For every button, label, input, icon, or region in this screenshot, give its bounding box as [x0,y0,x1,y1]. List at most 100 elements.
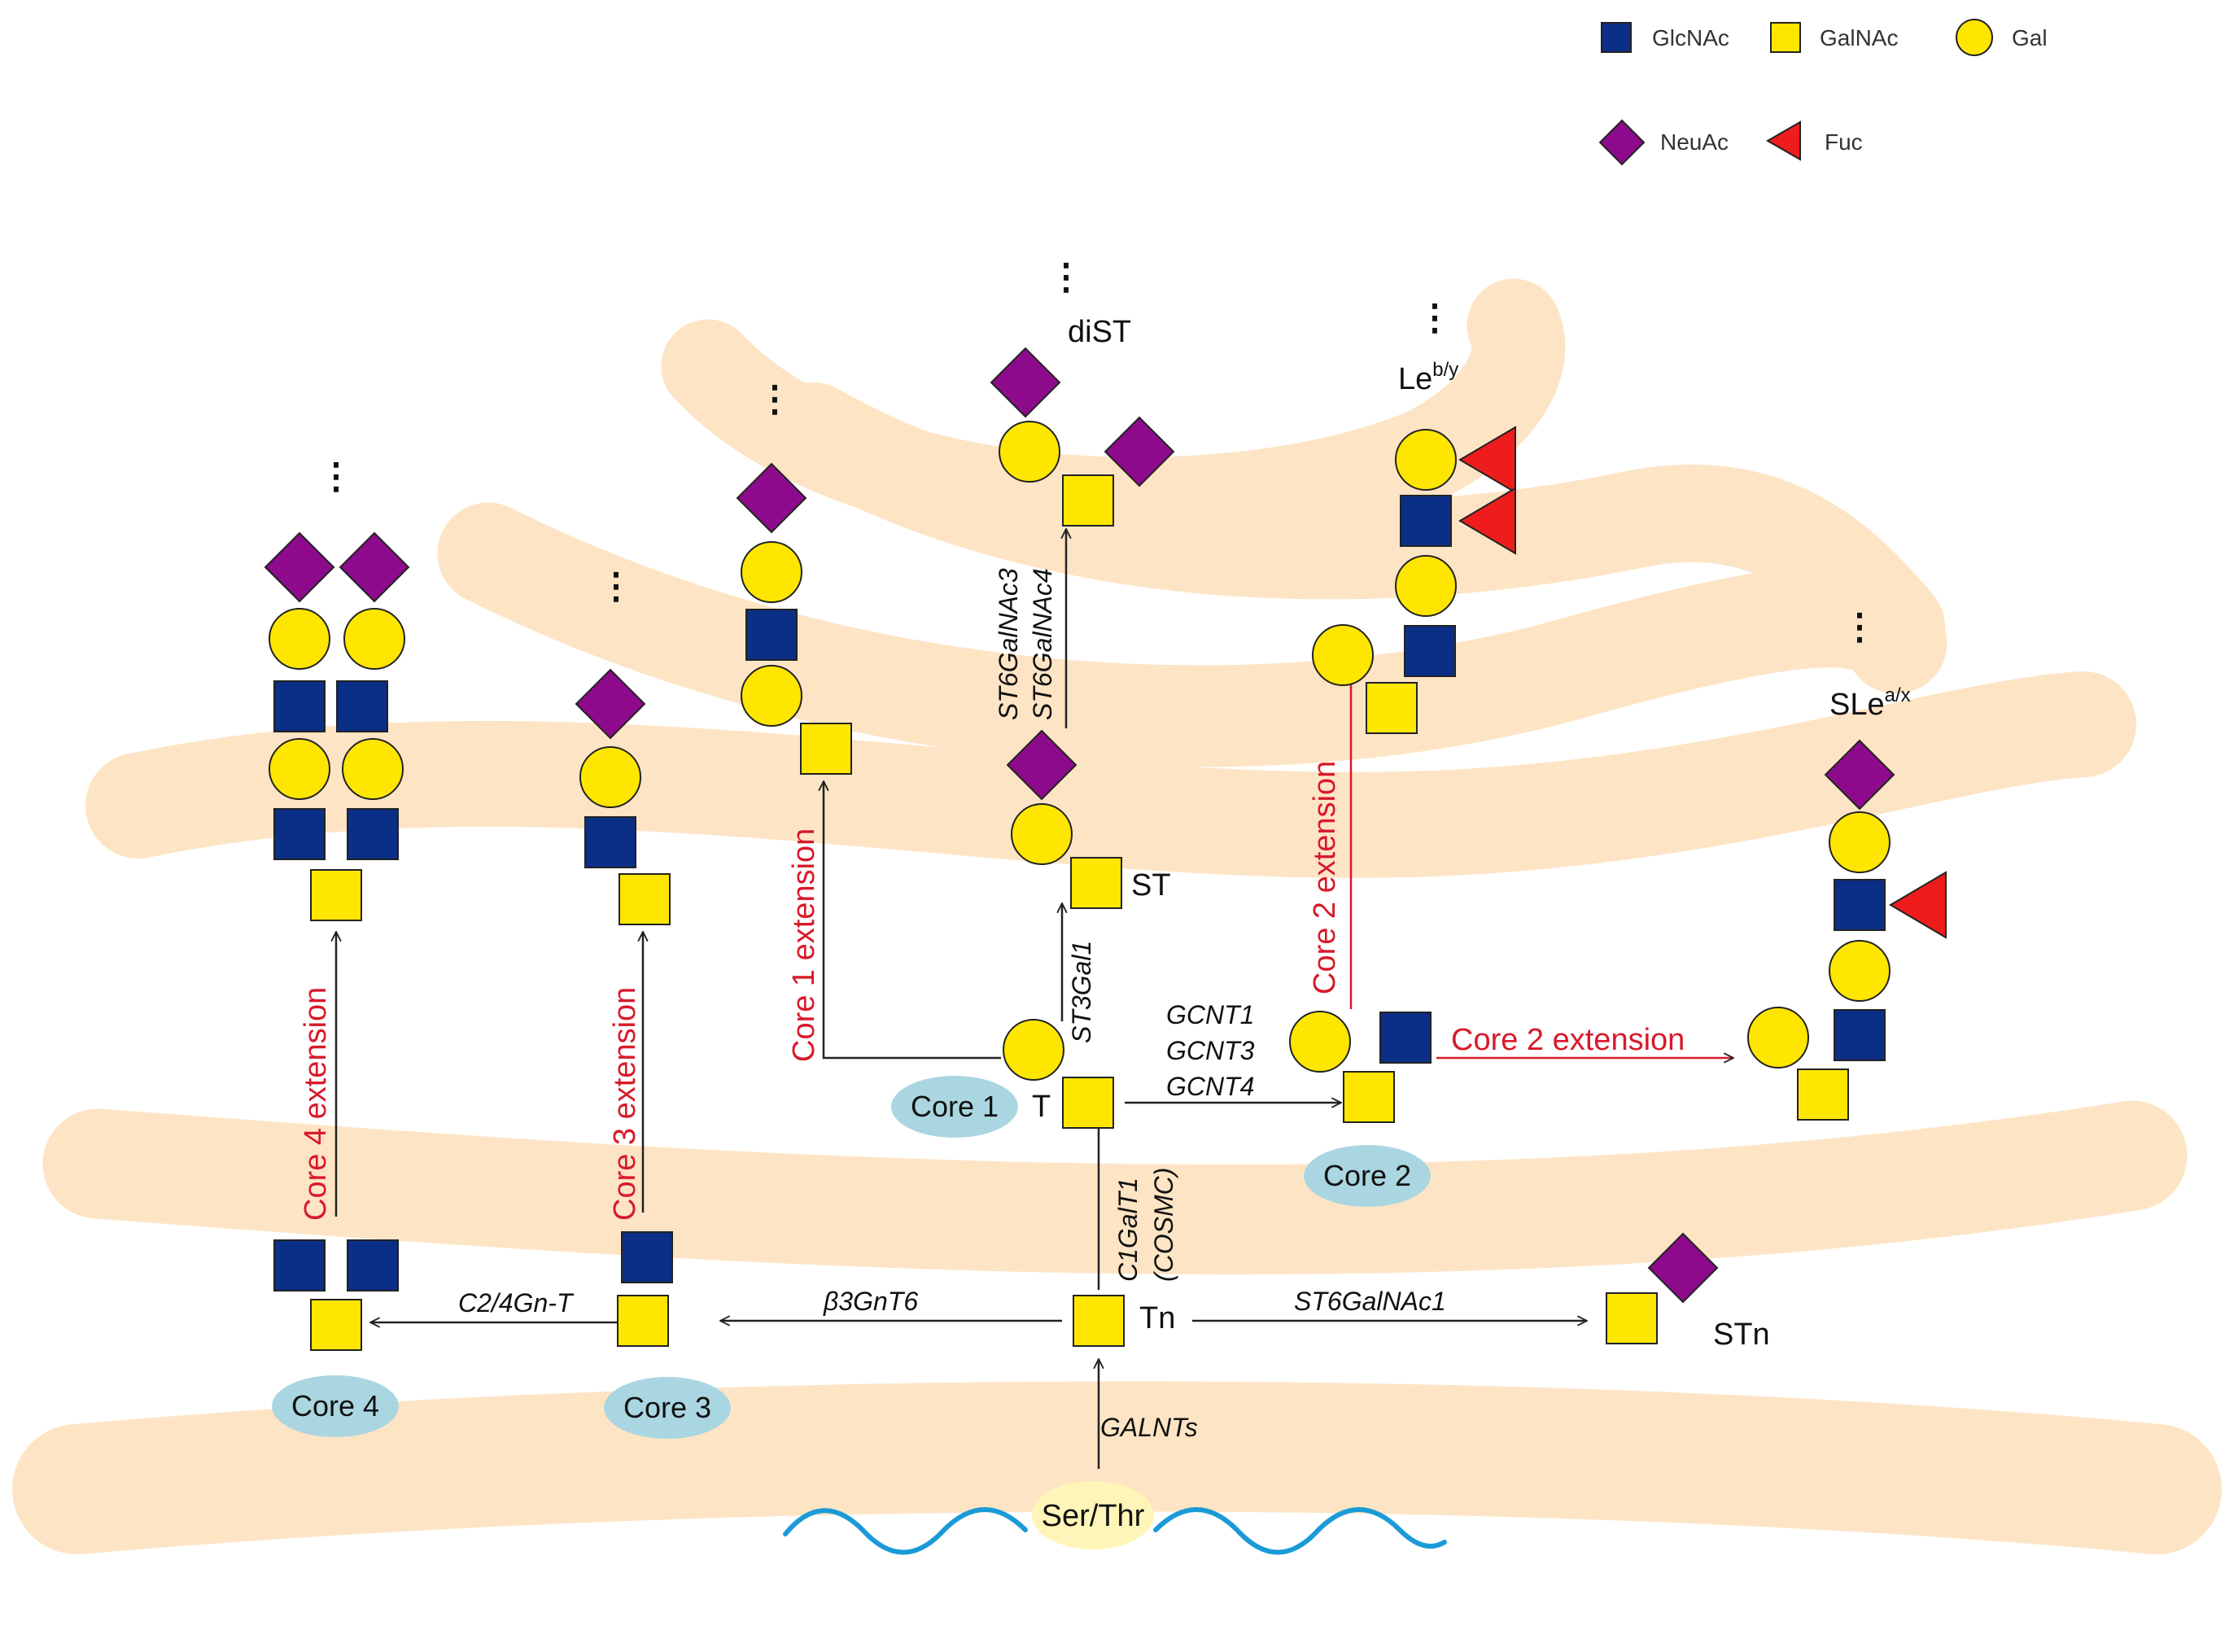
slex-base: SLe [1829,688,1885,722]
leby-base: Le [1398,362,1432,396]
core4-ellipse [272,1375,399,1437]
gal-circle-symbol [1829,940,1890,1002]
extension-arrows-red [1351,663,1733,1058]
fuc-triangle-symbol [1889,871,1947,939]
glcnac-square-symbol [745,609,798,661]
galnac-square-symbol [1343,1071,1395,1123]
legend-neuac-symbol [1598,119,1646,166]
glycan-symbols [264,347,1947,1351]
fuc-triangle-symbol [1458,426,1516,494]
gal-circle-symbol [269,738,330,800]
gal-circle-symbol [1003,1019,1064,1081]
legend-gal-label: Gal [2012,25,2048,50]
ext-core4-group: Core 4 extension [299,987,333,1221]
glcnac-square-symbol [1404,625,1456,677]
gal-circle-symbol [999,421,1060,483]
extension-core4-label: Core 4 extension [299,987,333,1221]
structure-dist-label: diST [1068,315,1131,349]
gal-circle-symbol [1829,811,1890,873]
peptide-backbone [783,1507,1447,1555]
enzyme-c24gnt: C2/4Gn-T [458,1288,575,1318]
gal-circle-symbol [1747,1007,1809,1069]
glcnac-square-symbol [1400,495,1452,547]
core2-ellipse [1304,1145,1431,1207]
glcnac-square-symbol [273,808,326,860]
structure-t-label: T [1032,1090,1051,1124]
neuac-diamond-symbol [1006,729,1077,801]
gal-circle-symbol [1395,555,1457,617]
enzyme-gcnt4: GCNT4 [1166,1072,1254,1101]
gal-circle-symbol [1011,803,1073,865]
gal-circle-symbol [741,541,802,603]
gal-circle-symbol [1312,624,1374,686]
enzyme-gcnt1: GCNT1 [1166,1000,1254,1029]
neuac-diamond-symbol [264,531,335,603]
extension-core2-horizontal-label: Core 2 extension [1451,1023,1685,1057]
extension-core2-vertical-label: Core 2 extension [1308,761,1342,994]
gal-circle-symbol [269,608,330,670]
enzyme-st6galnac1: ST6GalNAc1 [1294,1287,1446,1316]
ser-thr-ellipse [1032,1481,1154,1549]
enzyme-st6galnac3: ST6GalNAc3 [994,568,1023,720]
structure-leby-label: Leb/y [1398,359,1458,396]
neuac-diamond-symbol [575,668,646,740]
core1-ellipse [891,1076,1018,1138]
dots-leby: ⋮ [1417,298,1453,338]
galnac-square-symbol [310,1299,362,1351]
legend-neuac-label: NeuAc [1660,129,1729,155]
galnac-square-symbol [1797,1069,1849,1121]
galnac-square-symbol [619,873,671,925]
neuac-diamond-symbol [339,531,410,603]
core1-label: Core 1 [911,1090,999,1123]
golgi-cisterna-6 [661,278,1566,551]
glcnac-square-symbol [273,680,326,732]
slex-superscript: a/x [1885,684,1911,706]
dots-dist: ⋮ [1048,257,1084,297]
glcnac-square-symbol [336,680,388,732]
enzyme-gcnt3: GCNT3 [1166,1036,1255,1065]
galnac-square-symbol [617,1295,669,1347]
neuac-diamond-symbol [1647,1232,1719,1304]
extension-core3-label: Core 3 extension [608,987,642,1221]
gal-circle-symbol [741,665,802,727]
enzyme-st3gal1-group: ST3Gal1 [1067,941,1096,1043]
neuac-diamond-symbol [1104,416,1175,487]
enzyme-c1galt1: C1GalT1 [1113,1178,1143,1282]
galnac-square-symbol [1366,682,1418,734]
neuac-diamond-symbol [990,347,1061,418]
glcnac-square-symbol [1834,1009,1886,1061]
gal-circle-symbol [342,738,404,800]
glcnac-square-symbol [584,816,636,868]
structure-stn-label: STn [1713,1318,1770,1352]
arrow-core1-extension [824,781,1001,1060]
neuac-diamond-symbol [736,462,807,534]
galnac-square-symbol [800,723,852,775]
glcnac-square-symbol [347,808,399,860]
glcnac-square-symbol [347,1239,399,1291]
glcnac-square-symbol [273,1239,326,1291]
legend-galnac-symbol [1770,22,1801,53]
core4-label: Core 4 [291,1389,379,1423]
gal-circle-symbol [343,608,405,670]
structure-tn-label: Tn [1139,1301,1175,1335]
ext-core1-group: Core 1 extension [787,828,821,1062]
enzyme-galnts: GALNTs [1100,1413,1198,1442]
glcnac-square-symbol [621,1231,673,1283]
galnac-square-symbol [1070,857,1122,909]
ser-thr-label: Ser/Thr [1042,1499,1145,1533]
galnac-square-symbol [1062,1077,1114,1129]
legend-glcnac-label: GlcNAc [1652,25,1729,50]
enzyme-st6galnac-group: ST6GalNAc3 ST6GalNAc4 [994,568,1057,720]
ext-core3-group: Core 3 extension [608,987,642,1221]
galnac-square-symbol [1062,474,1114,527]
galnac-square-symbol [1073,1295,1125,1347]
glcnac-square-symbol [1834,879,1886,931]
dots-core3: ⋮ [598,566,634,606]
enzyme-cosmc: (COSMC) [1149,1168,1178,1282]
gal-circle-symbol [579,746,641,808]
neuac-diamond-symbol [1824,739,1895,811]
golgi-cisterna-3 [85,671,2136,878]
reaction-arrows [336,529,1587,1469]
extension-core1-label: Core 1 extension [787,828,821,1062]
legend-gal-symbol [1956,19,1993,56]
